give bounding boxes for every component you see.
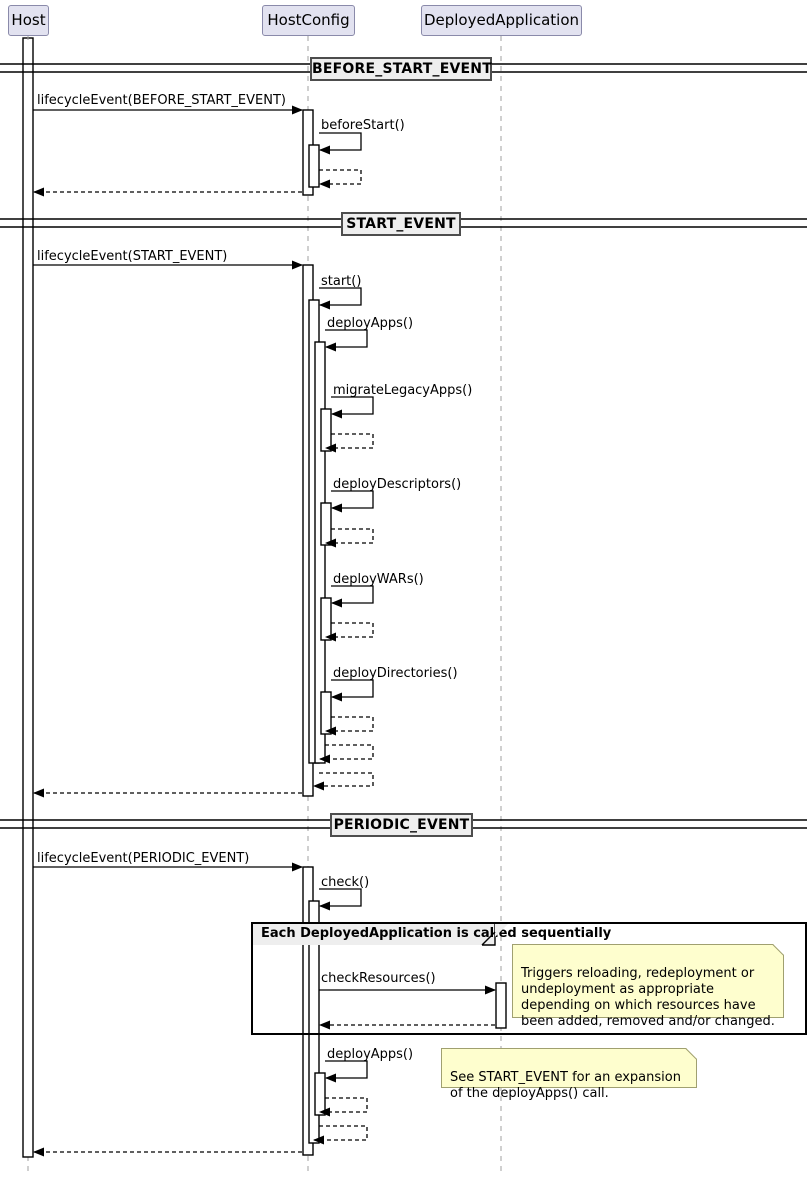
participant-host[interactable]: Host [8, 5, 49, 36]
arrow-deployWARs-return [325, 622, 374, 642]
message-label-deployDirectories: deployDirectories() [333, 666, 458, 681]
participant-deployedapplication[interactable]: DeployedApplication [421, 5, 582, 36]
message-label-deployDescriptors: deployDescriptors() [333, 477, 462, 492]
note-deployapps: See START_EVENT for an expansion of the … [441, 1048, 697, 1101]
message-label-checkResources: checkResources() [321, 971, 436, 986]
messages-vector [33, 105, 496, 1157]
event-divider-rules [0, 63, 807, 829]
participant-host-label: Host [11, 11, 46, 29]
activation-host [22, 37, 34, 1158]
divider-periodic-event-label: PERIODIC_EVENT [333, 817, 470, 833]
participant-deployedapplication-label: DeployedApplication [423, 11, 580, 29]
activation-hostconfig-2-n3a [320, 408, 332, 452]
arrow-deployDirectories-return [325, 716, 374, 736]
message-label-migrateLegacyApps: migrateLegacyApps() [333, 383, 473, 398]
participant-hostconfig-label: HostConfig [267, 11, 350, 29]
activation-hostconfig-3-n2 [314, 1072, 326, 1116]
group-label-text: Each DeployedApplication is called seque… [261, 926, 612, 941]
arrow-deployApps-2 [325, 1060, 368, 1083]
message-label-beforeStart: beforeStart() [321, 118, 405, 133]
divider-start-event: START_EVENT [341, 212, 461, 236]
divider-before-start-event-label: BEFORE_START_EVENT [312, 61, 492, 77]
message-label-lifecycleEvent-periodic: lifecycleEvent(PERIODIC_EVENT) [37, 851, 250, 866]
participant-hostconfig[interactable]: HostConfig [262, 5, 355, 36]
group-each-deployedapplication-label: Each DeployedApplication is called seque… [253, 924, 611, 945]
note-checkresources: Triggers reloading, redeployment or unde… [512, 944, 784, 1029]
divider-periodic-event: PERIODIC_EVENT [330, 813, 473, 837]
arrow-deployDescriptors-return [325, 528, 374, 548]
arrow-deployApps-1 [325, 329, 368, 352]
arrow-check-return [313, 1125, 368, 1145]
arrow-beforeStart-return [319, 169, 362, 189]
message-label-deployApps-1: deployApps() [327, 316, 414, 331]
message-label-lifecycleEvent-before-start: lifecycleEvent(BEFORE_START_EVENT) [37, 93, 286, 108]
arrow-deployWARs [331, 585, 374, 608]
activation-hostconfig-2-n3b [320, 502, 332, 546]
activation-bars [22, 37, 507, 1158]
message-label-start: start() [321, 274, 362, 289]
arrow-deployDescriptors [331, 490, 374, 513]
activation-hostconfig-2-n3d [320, 691, 332, 735]
arrow-migrateLegacyApps-return [325, 433, 374, 453]
activation-deployedapplication [495, 982, 507, 1029]
arrow-deployApps-2-return [319, 1097, 368, 1117]
note-checkresources-text: Triggers reloading, redeployment or unde… [521, 966, 775, 1029]
arrow-deployApps-return-1 [319, 744, 374, 764]
message-label-deployApps-2: deployApps() [327, 1047, 414, 1062]
activation-hostconfig-1-nested [308, 144, 320, 188]
message-label-check: check() [321, 875, 370, 890]
note-deployapps-text: See START_EVENT for an expansion of the … [450, 1070, 681, 1101]
message-label-lifecycleEvent-start: lifecycleEvent(START_EVENT) [37, 249, 228, 264]
arrow-start-return [313, 772, 374, 791]
arrow-beforeStart [319, 132, 362, 155]
arrow-start [319, 287, 362, 310]
group-each-deployedapplication [251, 922, 807, 1035]
activation-hostconfig-2-n3c [320, 597, 332, 641]
arrow-migrateLegacyApps [331, 396, 374, 419]
arrow-check [319, 888, 362, 911]
arrow-deployDirectories [331, 679, 374, 702]
message-label-deployWARs: deployWARs() [333, 572, 424, 587]
divider-before-start-event: BEFORE_START_EVENT [310, 57, 492, 81]
divider-start-event-label: START_EVENT [346, 216, 456, 232]
